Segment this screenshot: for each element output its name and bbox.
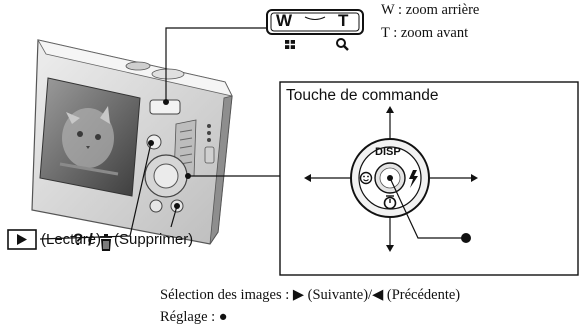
delete-symbols-label: ? / <box>73 230 93 249</box>
magnifier-icon <box>336 38 349 51</box>
zoom-w-key-label: W <box>276 11 293 30</box>
image-selection-caption: Sélection des images : ▶ (Suivante)/◀ (P… <box>160 287 461 303</box>
control-box-title: Touche de commande <box>286 87 439 104</box>
playback-icon <box>7 229 37 250</box>
triangle-down-icon <box>386 245 394 252</box>
control-wheel <box>350 138 471 243</box>
disp-label: DISP <box>375 146 401 158</box>
setting-caption: Réglage : ● <box>160 309 228 325</box>
triangle-up-icon <box>386 106 394 113</box>
self-timer-icon <box>383 195 397 210</box>
triangle-right-icon <box>471 174 478 182</box>
trash-icon <box>100 234 112 251</box>
zoom-in-description: T : zoom avant <box>381 25 469 41</box>
zoom-t-key-label: T <box>338 11 349 30</box>
camera-control-wheel <box>144 154 188 198</box>
flash-icon <box>409 170 418 188</box>
playback-label: (Lecture) <box>41 231 102 248</box>
set-bullet-icon <box>461 233 471 243</box>
delete-label: (Supprimer) <box>114 231 194 248</box>
control-button-box <box>279 81 579 276</box>
camera-illustration <box>31 39 233 245</box>
zoom-key-diagram <box>266 9 364 51</box>
camera-screen <box>39 77 141 197</box>
smile-icon <box>359 171 373 185</box>
index-grid-icon <box>285 40 295 49</box>
zoom-out-description: W : zoom arrière <box>381 2 480 18</box>
triangle-left-icon <box>304 174 311 182</box>
